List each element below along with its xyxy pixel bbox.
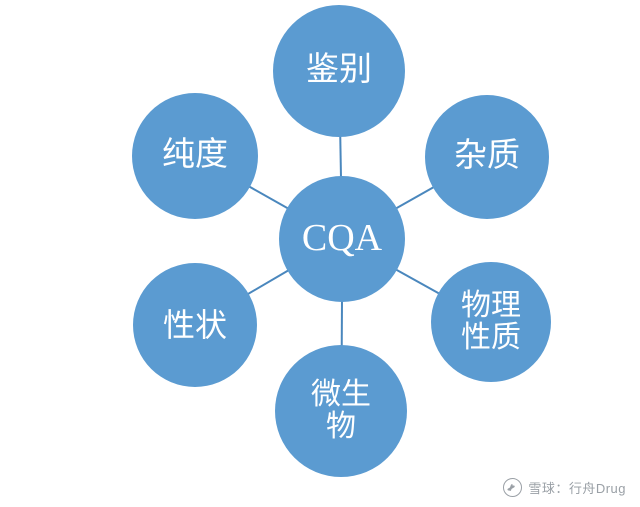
node-label: CQA — [301, 217, 383, 260]
connector-center-to-purity — [247, 185, 290, 210]
watermark: 雪球：行舟Drug — [503, 478, 626, 497]
connector-center-to-identification — [339, 134, 342, 179]
connector-center-to-appearance — [246, 268, 290, 296]
node-label: 杂质 — [454, 138, 520, 175]
connector-center-to-physical-properties — [394, 267, 441, 295]
node-label: 物理 性质 — [461, 288, 521, 354]
node-label: 纯度 — [162, 137, 228, 174]
node-cqa-center: CQA — [279, 176, 405, 302]
xueqiu-logo-icon — [503, 478, 523, 497]
connector-center-to-impurity — [394, 185, 436, 210]
node-appearance: 性状 — [133, 263, 257, 387]
node-label: 性状 — [162, 306, 227, 343]
node-identification: 鉴别 — [273, 5, 405, 137]
node-purity: 纯度 — [132, 93, 258, 219]
node-microorganism: 微生 物 — [275, 345, 407, 477]
watermark-text: 雪球：行舟Drug — [528, 481, 626, 496]
node-label: 微生 物 — [311, 377, 371, 443]
node-label: 鉴别 — [306, 52, 372, 89]
connector-center-to-microorganism — [340, 299, 343, 347]
node-impurity: 杂质 — [425, 95, 549, 219]
node-physical-properties: 物理 性质 — [431, 262, 551, 382]
